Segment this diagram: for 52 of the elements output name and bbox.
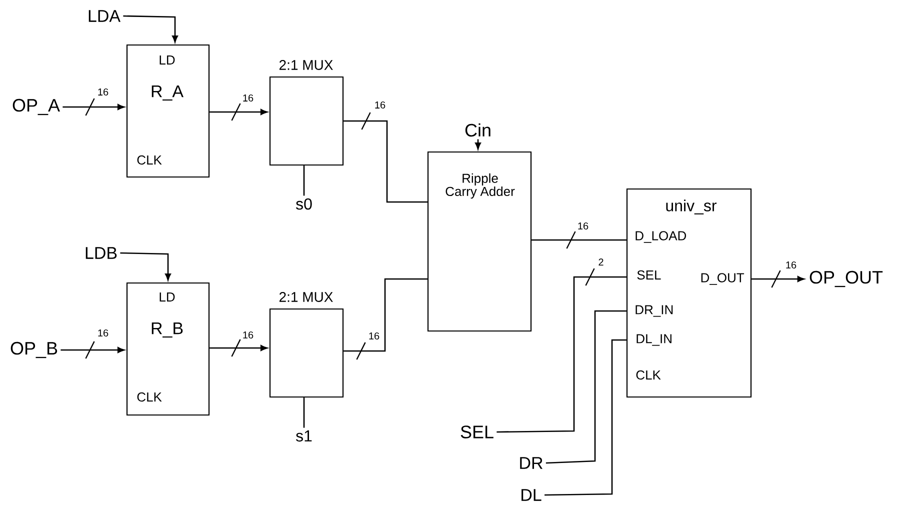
bus-wire xyxy=(532,231,626,249)
bus-wire xyxy=(62,98,125,116)
block-title: 2:1 MUX xyxy=(279,292,333,302)
port-label: CLK xyxy=(137,155,162,165)
wire xyxy=(303,166,305,196)
wire xyxy=(303,398,305,428)
port-label: CLK xyxy=(137,392,162,402)
signal-label: OP_OUT xyxy=(810,270,883,288)
block-title: 2:1 MUX xyxy=(279,60,333,70)
bus-wire xyxy=(344,278,428,360)
bus-width-label: 16 xyxy=(369,332,380,340)
signal-label: s0 xyxy=(296,198,312,210)
wire xyxy=(544,339,626,496)
bus-width-label: 16 xyxy=(786,261,796,269)
block-name: R_B xyxy=(152,322,183,338)
bus-width-label: 16 xyxy=(243,94,254,102)
port-label: DR_IN xyxy=(636,305,673,317)
signal-label: LDB xyxy=(86,247,117,259)
wire xyxy=(120,252,172,280)
block-name: univ_sr xyxy=(666,200,717,214)
bus-width-label: 16 xyxy=(375,101,386,109)
port-label: CLK xyxy=(636,370,661,380)
wire xyxy=(546,310,626,464)
signal-label: Cin xyxy=(465,123,490,137)
signal-label: OP_B xyxy=(10,342,58,358)
port-label: SEL xyxy=(637,270,661,280)
wire xyxy=(123,15,178,42)
bus-width-label: 16 xyxy=(98,88,108,96)
signal-label: SEL xyxy=(460,426,494,438)
signal-label: DR xyxy=(520,457,542,469)
bus-width-label: 2 xyxy=(598,258,604,266)
bus-width-label: 16 xyxy=(578,222,588,230)
bus-width-label: 16 xyxy=(98,329,108,337)
block-name: R_A xyxy=(152,85,184,101)
bus-wire xyxy=(210,103,268,121)
bus-wire xyxy=(344,112,428,203)
signal-label: OP_A xyxy=(12,98,60,116)
bus-wire xyxy=(752,270,804,288)
block-name: Ripple Carry Adder xyxy=(446,173,515,199)
wire xyxy=(475,139,481,150)
bus-width-label: 16 xyxy=(243,331,254,339)
bus-wire xyxy=(210,339,268,357)
port-label: D_OUT xyxy=(701,273,744,285)
port-label: LD xyxy=(160,56,175,64)
bus-wire xyxy=(60,341,125,359)
port-label: DL_IN xyxy=(636,334,672,346)
port-label: D_LOAD xyxy=(636,231,686,243)
signal-label: DL xyxy=(522,489,542,501)
signal-label: s1 xyxy=(296,430,312,442)
bus-wire xyxy=(496,268,626,433)
port-label: LD xyxy=(160,292,175,302)
signal-label: LDA xyxy=(88,10,120,22)
